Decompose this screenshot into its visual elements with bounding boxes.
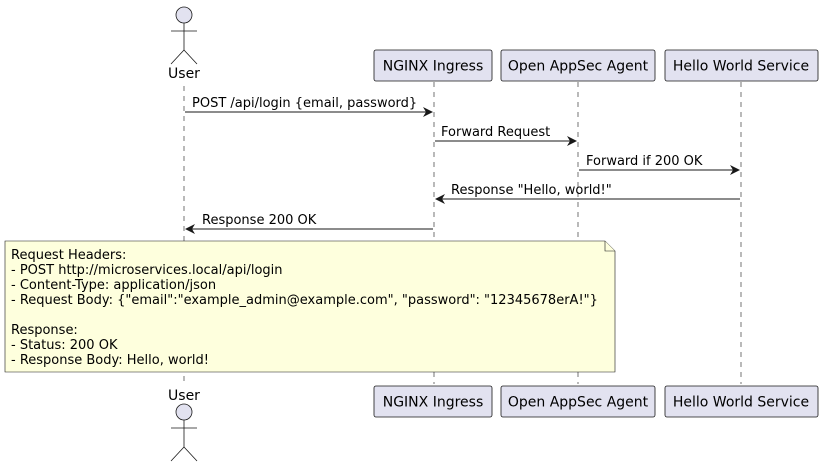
note-text: Request Headers: - POST http://microserv…	[11, 248, 598, 368]
participant-box-hello-top	[664, 49, 819, 82]
message-label-3: Forward if 200 OK	[586, 154, 703, 169]
participant-label-hello-top: Hello World Service	[673, 59, 809, 75]
note-line-1: Request Headers:	[11, 248, 126, 263]
participant-box-nginx-bottom	[373, 385, 493, 418]
note-line-7: - Status: 200 OK	[11, 338, 118, 353]
note-line-2: - POST http://microservices.local/api/lo…	[11, 263, 283, 278]
note-line-6: Response:	[11, 323, 78, 338]
note-line-4: - Request Body: {"email":"example_admin@…	[11, 293, 598, 308]
participant-label-user-bottom: User	[168, 388, 200, 404]
note-box	[4, 240, 616, 373]
message-label-5: Response 200 OK	[202, 213, 317, 228]
participant-label-appsec-top: Open AppSec Agent	[508, 59, 649, 75]
participant-box-hello-bottom	[664, 385, 819, 418]
note-corner-fold	[604, 241, 615, 252]
message-label-2: Forward Request	[441, 125, 550, 140]
note-line-8: - Response Body: Hello, world!	[11, 353, 209, 368]
participant-box-appsec-bottom	[500, 385, 656, 418]
participant-label-nginx-bottom: NGINX Ingress	[383, 395, 484, 411]
note-line-3: - Content-Type: application/json	[11, 278, 216, 293]
participant-box-nginx-top	[373, 49, 493, 82]
user-actor-icon-top	[170, 6, 198, 65]
participant-label-user-top: User	[168, 66, 200, 82]
message-label-4: Response "Hello, world!"	[451, 183, 612, 198]
participant-label-nginx-top: NGINX Ingress	[383, 59, 484, 75]
participant-label-appsec-bottom: Open AppSec Agent	[508, 395, 649, 411]
participant-box-appsec-top	[500, 49, 656, 82]
user-actor-icon-bottom	[170, 403, 198, 462]
participant-label-hello-bottom: Hello World Service	[673, 395, 809, 411]
message-label-1: POST /api/login {email, password}	[192, 96, 417, 111]
